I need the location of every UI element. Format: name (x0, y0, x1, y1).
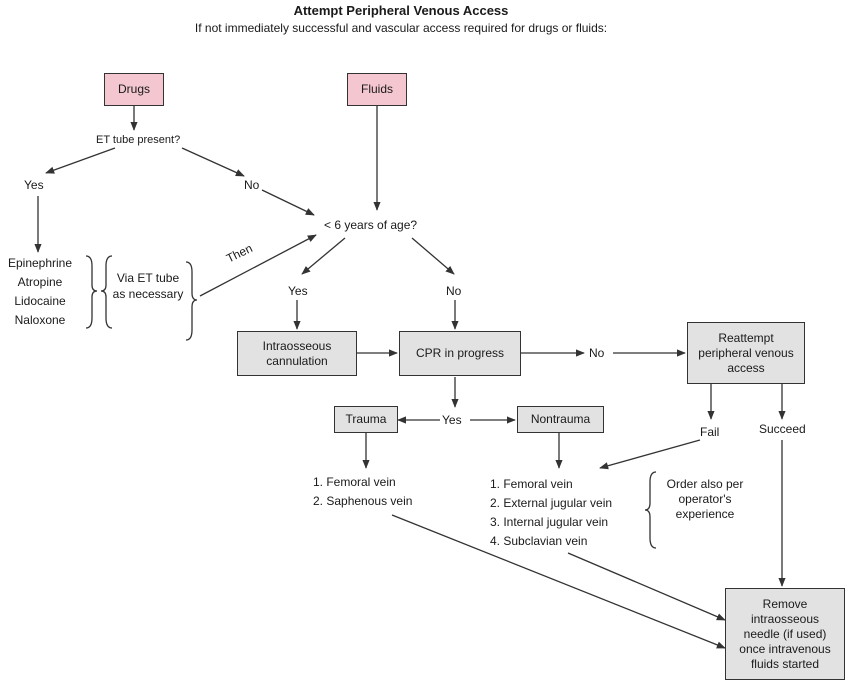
arrow-then-to-age (199, 234, 317, 297)
diagram-title: Attempt Peripheral Venous Access (293, 3, 509, 18)
arrow-age-to-yes (301, 237, 346, 275)
fluids-box: Fluids (347, 73, 407, 106)
brace-order-note (644, 471, 657, 549)
arrow-et-to-no (181, 147, 245, 177)
drugs-box: Drugs (104, 73, 164, 106)
et-tube-question: ET tube present? (96, 134, 181, 146)
intraosseous-box: Intraosseous cannulation (237, 331, 357, 376)
arrow-et-to-yes (45, 147, 116, 174)
cpr-box: CPR in progress (399, 331, 521, 376)
trauma-vein-item: 2. Saphenous vein (313, 494, 413, 508)
arrow-fail-to-nontrauma-veins (599, 439, 701, 470)
brace-via-et-right (185, 261, 198, 341)
drug-list: Epinephrine Atropine Lidocaine Naloxone (4, 254, 76, 330)
reattempt-box: Reattempt peripheral venous access (687, 322, 805, 384)
drug-item: Naloxone (14, 313, 66, 327)
nontrauma-vein-item: 2. External jugular vein (490, 496, 613, 510)
arrow-nontrauma-veins-to-remove (567, 552, 726, 621)
order-note: Order also per operator's experience (666, 477, 744, 521)
diagram-subtitle: If not immediately successful and vascul… (194, 21, 608, 35)
via-et-note: Via ET tube as necessary (112, 271, 184, 301)
trauma-box: Trauma (334, 406, 398, 433)
fail-label: Fail (700, 425, 720, 439)
drug-item: Lidocaine (14, 294, 66, 308)
no-age-label: No (446, 284, 462, 298)
yes-cpr-label: Yes (442, 413, 462, 427)
remove-needle-box: Remove intraosseous needle (if used) onc… (725, 588, 845, 680)
nontrauma-vein-item: 1. Femoral vein (490, 477, 573, 491)
nontrauma-vein-item: 4. Subclavian vein (490, 534, 588, 548)
no-drugs-label: No (244, 178, 260, 192)
yes-age-label: Yes (288, 284, 308, 298)
trauma-vein-item: 1. Femoral vein (313, 475, 396, 489)
drug-item: Atropine (17, 275, 63, 289)
drug-item: Epinephrine (7, 256, 73, 270)
nontrauma-vein-item: 3. Internal jugular vein (490, 515, 609, 529)
age-question: < 6 years of age? (324, 218, 418, 232)
arrow-no-to-age (261, 189, 315, 216)
trauma-vein-list: 1. Femoral vein 2. Saphenous vein (313, 473, 412, 511)
nontrauma-vein-list: 1. Femoral vein 2. External jugular vein… (490, 475, 612, 551)
yes-drugs-label: Yes (24, 178, 44, 192)
brace-via-et-left (100, 255, 113, 329)
succeed-label: Succeed (759, 422, 806, 436)
arrow-age-to-no (411, 237, 455, 275)
arrow-trauma-veins-to-remove (391, 514, 726, 649)
brace-drug-list (85, 255, 98, 329)
nontrauma-box: Nontrauma (517, 406, 604, 433)
no-cpr-label: No (589, 346, 605, 360)
